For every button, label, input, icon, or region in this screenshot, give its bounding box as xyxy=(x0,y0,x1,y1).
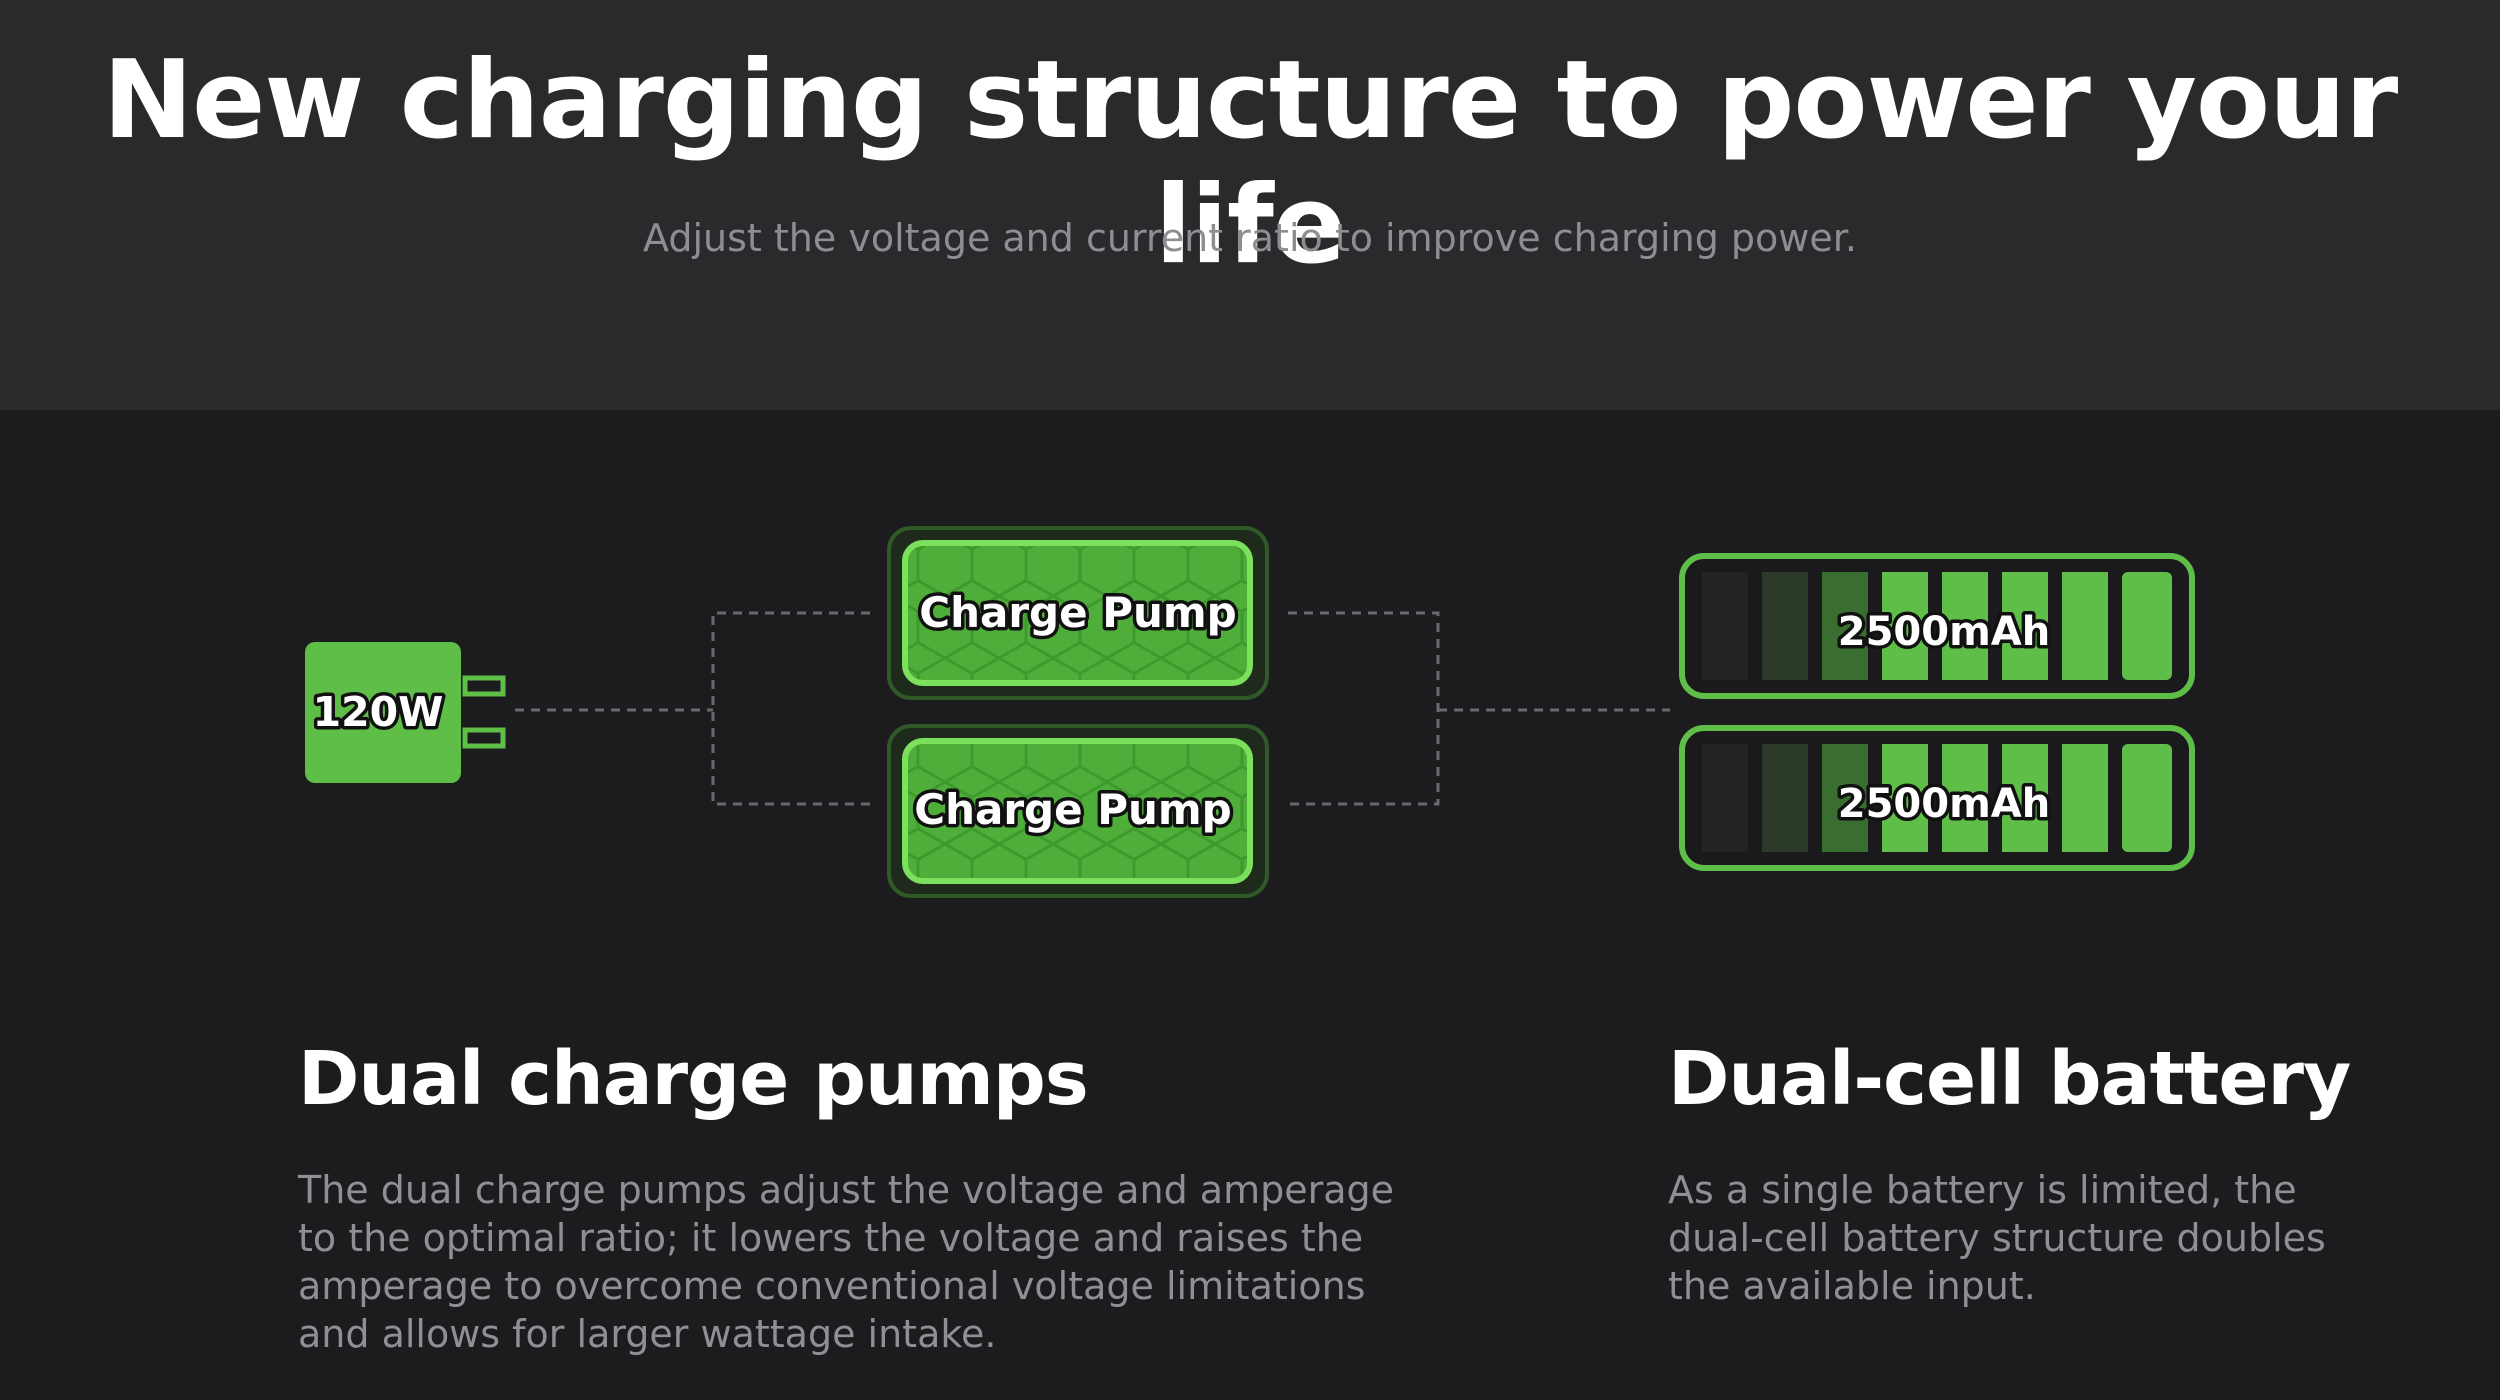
battery-level-segments xyxy=(1702,744,2172,852)
charge-pump-2: Charge Pump xyxy=(887,724,1269,898)
charging-diagram: 120W Charge Pump Charge Pump xyxy=(0,410,2500,970)
battery-capacity-label: 2500mAh xyxy=(1838,609,2050,655)
feature-title: Dual charge pumps xyxy=(298,1036,1089,1122)
charger-wattage-label: 120W xyxy=(313,688,444,736)
left-branch-line xyxy=(711,611,870,806)
charge-pump-label: Charge Pump xyxy=(914,785,1231,834)
battery-level-segments xyxy=(1702,572,2172,680)
feature-title: Dual-cell battery xyxy=(1668,1036,2351,1122)
page-subtitle: Adjust the voltage and current ratio to … xyxy=(643,216,1857,260)
charger: 120W xyxy=(305,642,506,783)
battery-cell-2: 2500mAh xyxy=(1679,725,2195,871)
charge-pump-1: Charge Pump xyxy=(887,526,1269,700)
charger-icon xyxy=(305,642,506,783)
feature-description: The dual charge pumps adjust the voltage… xyxy=(298,1168,1395,1356)
battery-capacity-label: 2500mAh xyxy=(1838,781,2050,827)
right-branch-line xyxy=(1288,611,1440,806)
page-title: New charging structure to power your lif… xyxy=(102,38,2398,288)
charge-pump-label: Charge Pump xyxy=(919,588,1236,637)
header-band: New charging structure to power your lif… xyxy=(0,0,2500,410)
feature-dual-charge-pumps: Dual charge pumps The dual charge pumps … xyxy=(298,1036,1418,1358)
connector-lines xyxy=(515,611,1670,806)
feature-dual-cell-battery: Dual-cell battery As a single battery is… xyxy=(1668,1036,2368,1310)
feature-description: As a single battery is limited, the dual… xyxy=(1668,1168,2326,1308)
battery-cell-1: 2500mAh xyxy=(1679,553,2195,699)
